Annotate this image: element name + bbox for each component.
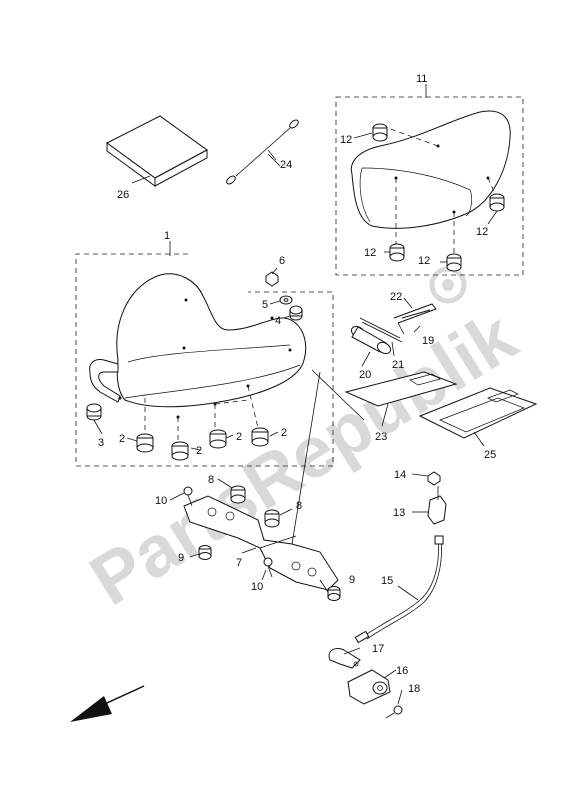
callout-6: 6: [279, 255, 285, 267]
part-1-rider-seat: [89, 273, 307, 444]
callout-5: 5: [262, 299, 268, 311]
part-5-washer: [279, 295, 293, 305]
callout-2c: 2: [236, 431, 242, 443]
part-15-cable: [354, 535, 444, 644]
damper-8a: [230, 485, 246, 504]
callout-9a: 9: [178, 552, 184, 564]
callout-labels: 1 2 2 2 2 3 4 5 6 7 8 8 9 9 10 10 11 12 …: [98, 73, 496, 695]
callout-25: 25: [484, 449, 496, 461]
callout-2b: 2: [196, 445, 202, 457]
callout-8b: 8: [296, 500, 302, 512]
damper-12c: [389, 243, 405, 262]
callout-7: 7: [236, 557, 242, 569]
bolt-10a: [183, 486, 193, 507]
part-10-bolts: [183, 486, 273, 578]
callout-1: 1: [164, 230, 170, 242]
bolt-10b: [263, 557, 273, 578]
callout-9b: 9: [349, 574, 355, 586]
callout-12a: 12: [340, 134, 352, 146]
callout-8a: 8: [208, 474, 214, 486]
callout-21: 21: [392, 359, 404, 371]
part-6-bolt: [265, 271, 279, 287]
part-8-dampers: [230, 485, 280, 528]
part-22-19-hex-wrenches: [393, 303, 437, 335]
damper-8b: [264, 509, 280, 528]
part-23-tool-bag: [344, 371, 458, 407]
callout-11: 11: [416, 73, 427, 85]
damper-2a: [136, 433, 154, 453]
damper-9b: [327, 586, 341, 601]
part-17-lock-lever: [328, 647, 361, 669]
part-7-bracket: [183, 495, 339, 591]
pillion-seat-group-box: [335, 96, 524, 276]
part-12-dampers: [372, 123, 505, 272]
part-11-pillion-seat: [350, 110, 511, 256]
part-26-booklet: [106, 115, 208, 187]
damper-2b: [171, 441, 189, 461]
damper-9a: [198, 545, 212, 560]
rider-seat-group-box: [75, 253, 334, 467]
callout-24: 24: [280, 159, 292, 171]
part-16-lock-cylinder: [347, 669, 391, 705]
callout-13: 13: [393, 507, 405, 519]
callout-2d: 2: [281, 427, 287, 439]
callout-18: 18: [408, 683, 420, 695]
part-3-damper: [86, 403, 102, 421]
damper-12a: [372, 123, 388, 142]
callout-14: 14: [394, 469, 406, 481]
part-9-dampers: [198, 545, 341, 601]
part-20-tool-handle: [350, 325, 392, 355]
callout-26: 26: [117, 189, 129, 201]
part-25-pouch: [418, 387, 538, 439]
part-18-screw: [385, 705, 403, 719]
damper-12b: [489, 193, 505, 212]
callout-22: 22: [390, 291, 402, 303]
damper-2d: [251, 427, 269, 447]
callout-19: 19: [422, 335, 434, 347]
damper-2c: [209, 429, 227, 449]
callout-17: 17: [372, 643, 384, 655]
damper-12d: [446, 253, 462, 272]
callout-12d: 12: [418, 255, 430, 267]
part-14-bolt: [427, 471, 441, 486]
part-2-dampers: [136, 427, 269, 461]
callout-3: 3: [98, 437, 104, 449]
callout-12b: 12: [476, 226, 488, 238]
callout-15: 15: [381, 575, 393, 587]
callout-10b: 10: [251, 581, 263, 593]
callout-20: 20: [359, 369, 371, 381]
part-24-helmet-cable: [226, 119, 299, 185]
front-direction-arrow-icon: [70, 685, 145, 722]
callout-2a: 2: [119, 433, 125, 445]
gear-logo-icon: [429, 266, 467, 304]
callout-10a: 10: [155, 495, 167, 507]
part-4-damper: [289, 305, 303, 321]
callout-12c: 12: [364, 247, 376, 259]
callout-16: 16: [396, 665, 408, 677]
callout-23: 23: [375, 431, 387, 443]
part-13-guide: [427, 486, 447, 525]
callout-4: 4: [275, 315, 281, 327]
leader-lines: [93, 84, 498, 705]
part-21-tool: [359, 317, 403, 343]
